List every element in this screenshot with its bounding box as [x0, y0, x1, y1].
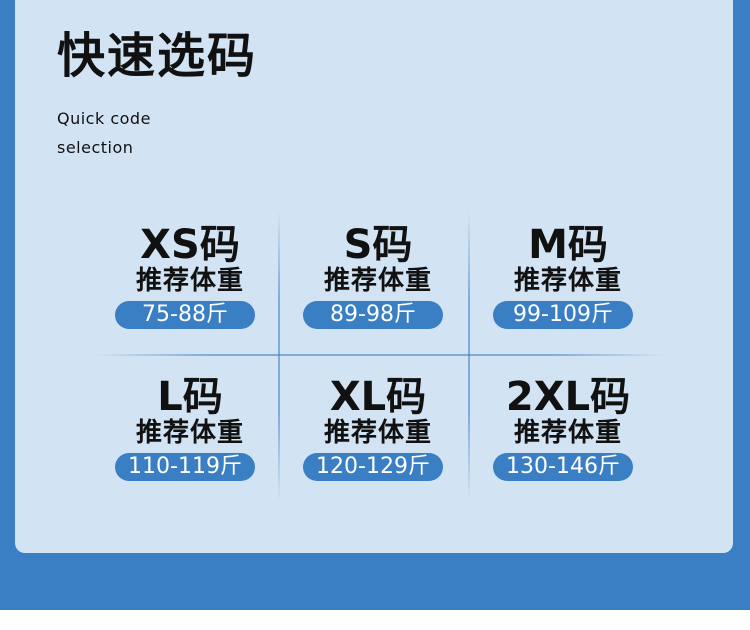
size-name: M码: [528, 222, 608, 268]
size-card-s[interactable]: S码 推荐体重 89-98斤: [283, 210, 473, 356]
page-subtitle: Quick code selection: [57, 109, 151, 157]
size-name: 2XL码: [505, 374, 631, 420]
grid-divider-horizontal: [95, 354, 665, 356]
weight-range-badge: 99-109斤: [493, 301, 633, 329]
grid-divider-vertical-2: [468, 210, 470, 502]
grid-divider-vertical-1: [278, 210, 280, 502]
weight-range-badge: 75-88斤: [115, 301, 255, 329]
size-name: XS码: [140, 222, 240, 268]
size-card-xs[interactable]: XS码 推荐体重 75-88斤: [95, 210, 285, 356]
page-title: 快速选码: [57, 28, 258, 84]
weight-range-badge: 130-146斤: [493, 453, 633, 481]
recommended-weight-label: 推荐体重: [323, 418, 432, 448]
size-name: L码: [157, 374, 223, 420]
recommended-weight-label: 推荐体重: [323, 266, 432, 296]
size-name: S码: [343, 222, 413, 268]
size-card-2xl[interactable]: 2XL码 推荐体重 130-146斤: [473, 362, 663, 508]
recommended-weight-label: 推荐体重: [135, 266, 244, 296]
recommended-weight-label: 推荐体重: [513, 418, 622, 448]
size-grid: XS码 推荐体重 75-88斤 S码 推荐体重 89-98斤 M码 推荐体重 9…: [95, 210, 665, 502]
weight-range-badge: 110-119斤: [115, 453, 255, 481]
size-name: XL码: [329, 374, 427, 420]
recommended-weight-label: 推荐体重: [513, 266, 622, 296]
weight-range-badge: 120-129斤: [303, 453, 443, 481]
size-card-xl[interactable]: XL码 推荐体重 120-129斤: [283, 362, 473, 508]
weight-range-badge: 89-98斤: [303, 301, 443, 329]
recommended-weight-label: 推荐体重: [135, 418, 244, 448]
size-card-m[interactable]: M码 推荐体重 99-109斤: [473, 210, 663, 356]
size-card-l[interactable]: L码 推荐体重 110-119斤: [95, 362, 285, 508]
